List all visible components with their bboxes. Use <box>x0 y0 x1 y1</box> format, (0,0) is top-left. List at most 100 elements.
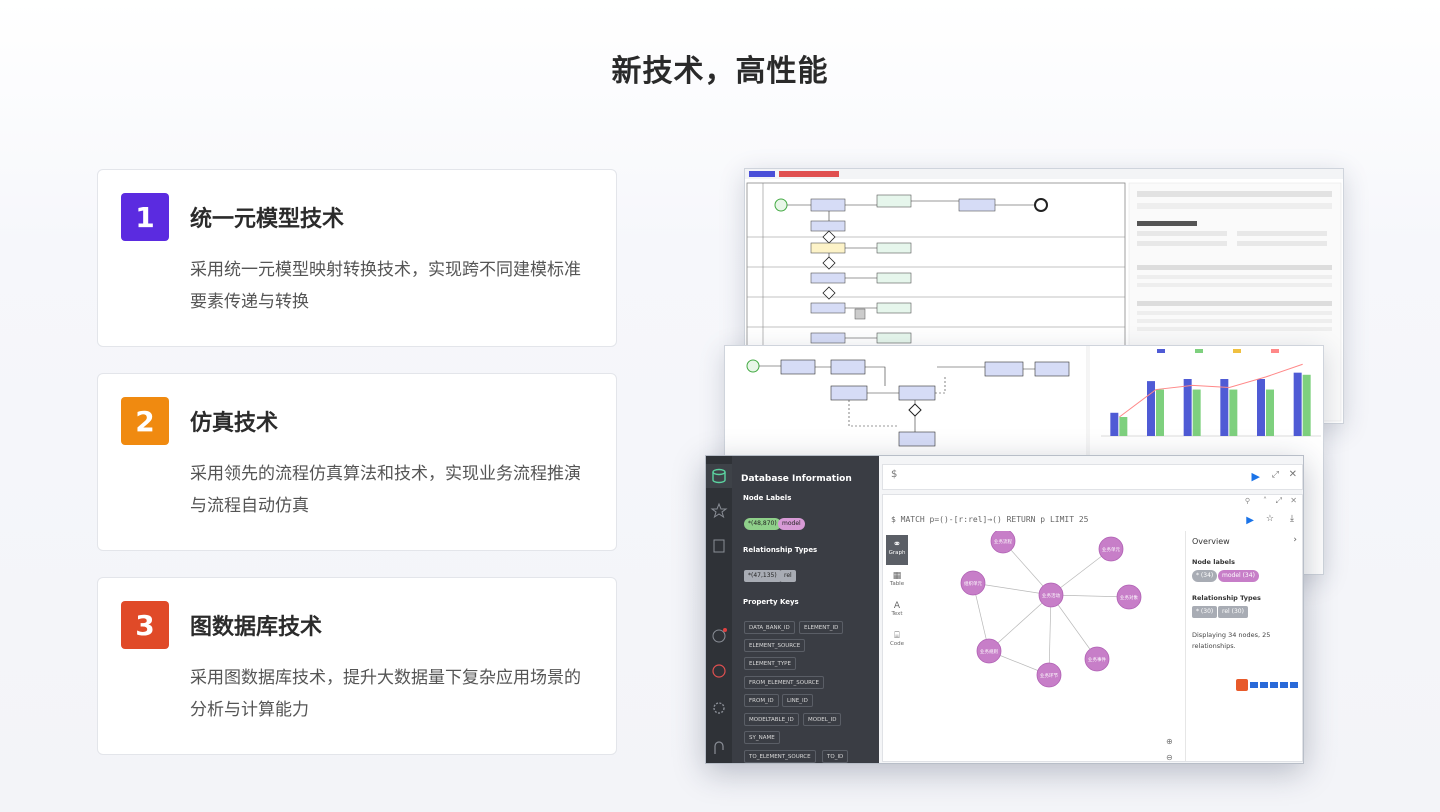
chevron-right-icon[interactable]: › <box>1293 535 1297 545</box>
bar-chart <box>1101 363 1321 437</box>
ime-tool-icon[interactable] <box>1250 682 1258 688</box>
close-icon[interactable]: ✕ <box>1288 469 1297 480</box>
overview-rel-pill[interactable]: rel (30) <box>1218 606 1248 618</box>
bar <box>1192 389 1201 436</box>
view-code[interactable]: ⌸Code <box>886 625 908 655</box>
download-icon[interactable]: ⤓ <box>1290 514 1294 524</box>
feature-description: 采用统一元模型映射转换技术，实现跨不同建模标准要素传递与转换 <box>190 260 581 312</box>
bar <box>1183 379 1192 436</box>
property-key-tag[interactable]: DATA_BANK_ID <box>744 621 795 634</box>
view-label: Code <box>889 641 905 647</box>
ime-tool-icon[interactable] <box>1260 682 1268 688</box>
graph-icon: ⚭ <box>892 539 902 550</box>
graph-node[interactable] <box>1084 646 1110 672</box>
result-frame: ⚲ ˄ ⤢ ✕ $ MATCH p=()-[r:rel]→() RETURN p… <box>882 494 1303 762</box>
feature-title: 统一元模型技术 <box>190 207 345 232</box>
property-key-tag[interactable]: ELEMENT_ID <box>799 621 844 634</box>
pin-icon[interactable]: ⚲ <box>1244 497 1250 505</box>
graph-node-label: 业务环节 <box>1040 672 1058 679</box>
ime-tool-icon[interactable] <box>1290 682 1298 688</box>
overview-node-pill[interactable]: * (34) <box>1192 570 1218 582</box>
graph-database-screenshot: Database Information Node Labels *(48,87… <box>705 455 1304 764</box>
graph-node[interactable] <box>976 638 1002 664</box>
expand-icon[interactable]: ⤢ <box>1271 470 1279 480</box>
document-icon[interactable] <box>713 539 725 553</box>
overview-rel-pill[interactable]: * (30) <box>1192 606 1218 618</box>
relationship-types-title: Relationship Types <box>743 546 818 554</box>
property-key-tag[interactable]: MODEL_ID <box>803 713 842 726</box>
view-label: Text <box>891 611 903 617</box>
feature-title: 图数据库技术 <box>190 615 323 640</box>
node-label-pill[interactable]: model <box>778 518 805 530</box>
view-graph[interactable]: ⚭Graph <box>886 535 908 565</box>
db-info-header: Database Information <box>741 474 852 484</box>
rerun-icon[interactable]: ▶ <box>1246 515 1254 526</box>
view-table[interactable]: ▦Table <box>886 565 908 595</box>
graph-node[interactable] <box>1038 582 1064 608</box>
ime-toolbar <box>1236 679 1302 691</box>
connection-icon[interactable] <box>712 664 726 678</box>
graph-node[interactable] <box>1116 584 1142 610</box>
zoom-in-icon[interactable]: ⊕ <box>1166 737 1173 746</box>
settings-icon[interactable] <box>713 702 725 714</box>
bar <box>1266 389 1274 436</box>
ime-tool-icon[interactable] <box>1280 682 1288 688</box>
graph-node-label: 业务对象 <box>1120 594 1138 601</box>
help-icon[interactable] <box>712 629 726 643</box>
view-label: Table <box>889 581 905 587</box>
db-icon-sidebar <box>706 456 732 763</box>
property-key-tag[interactable]: TO_ELEMENT_SOURCE <box>744 750 816 763</box>
favorite-icon[interactable]: ☆ <box>1265 514 1274 524</box>
zoom-out-icon[interactable]: ⊖ <box>1166 753 1173 762</box>
graph-node-label: 业务单元 <box>1102 546 1120 553</box>
node-labels-title: Node Labels <box>743 494 792 502</box>
property-keys-title: Property Keys <box>743 598 799 606</box>
bar <box>1110 412 1119 436</box>
feature-card-2: 2 仿真技术 采用领先的流程仿真算法和技术，实现业务流程推演与流程自动仿真 <box>97 373 617 551</box>
fullscreen-icon[interactable]: ⤢ <box>1275 496 1282 505</box>
db-info-panel: Database Information Node Labels *(48,87… <box>732 456 879 763</box>
plugin-icon[interactable] <box>714 741 724 754</box>
overview-node-pill[interactable]: model (34) <box>1218 570 1259 582</box>
property-key-tag[interactable]: TO_ID <box>822 750 849 763</box>
rel-type-pill[interactable]: *(47,135) <box>744 570 781 582</box>
cypher-editor[interactable]: $ ▶ ⤢ ✕ <box>882 464 1303 490</box>
page-title: 新技术，高性能 <box>611 54 829 89</box>
property-key-tag[interactable]: FROM_ID <box>744 694 779 707</box>
property-key-tag[interactable]: SY_NAME <box>744 731 780 744</box>
table-icon: ▦ <box>892 571 902 581</box>
property-key-tag[interactable]: LINE_ID <box>782 694 813 707</box>
code-icon: ⌸ <box>894 631 900 641</box>
bar <box>1220 379 1229 436</box>
star-icon[interactable] <box>710 502 728 519</box>
graph-node[interactable] <box>990 531 1016 554</box>
bar <box>1229 389 1238 436</box>
property-key-tag[interactable]: MODELTABLE_ID <box>744 713 799 726</box>
overview-summary: Displaying 34 nodes, 25 relationships. <box>1192 631 1271 650</box>
graph-node-label: 业务规则 <box>980 648 998 655</box>
property-key-tag[interactable]: FROM_ELEMENT_SOURCE <box>744 676 824 689</box>
run-icon[interactable]: ▶ <box>1251 470 1260 483</box>
node-label-pill[interactable]: *(48,870) <box>744 518 781 530</box>
graph-node[interactable] <box>1036 662 1062 688</box>
feature-description: 采用领先的流程仿真算法和技术，实现业务流程推演与流程自动仿真 <box>190 464 581 516</box>
overview-rel-types: Relationship Types <box>1192 594 1261 602</box>
property-key-tag[interactable]: ELEMENT_TYPE <box>744 657 796 670</box>
graph-node[interactable] <box>960 570 986 596</box>
database-icon[interactable] <box>712 468 726 484</box>
graph-node-label: 业务事件 <box>1088 656 1106 663</box>
close-icon[interactable]: ✕ <box>1290 496 1297 505</box>
query-text: $ MATCH p=()-[r:rel]→() RETURN p LIMIT 2… <box>891 515 1089 524</box>
ime-tool-icon[interactable] <box>1270 682 1278 688</box>
collapse-icon[interactable]: ˄ <box>1263 496 1267 505</box>
graph-node[interactable] <box>1098 536 1124 562</box>
graph-canvas[interactable]: 业务流程 组织单元 业务活动 业务对象 业务规则 业务事件 业务环节 业务单元 <box>911 531 1183 761</box>
bar <box>1156 389 1164 436</box>
property-key-tag[interactable]: ELEMENT_SOURCE <box>744 639 806 652</box>
ime-logo-icon <box>1236 679 1248 691</box>
overview-panel: Overview › Node labels * (34) model (34)… <box>1185 531 1303 761</box>
rel-type-pill[interactable]: rel <box>780 570 796 582</box>
trend-line <box>1119 363 1303 418</box>
feature-number: 3 <box>121 601 169 649</box>
